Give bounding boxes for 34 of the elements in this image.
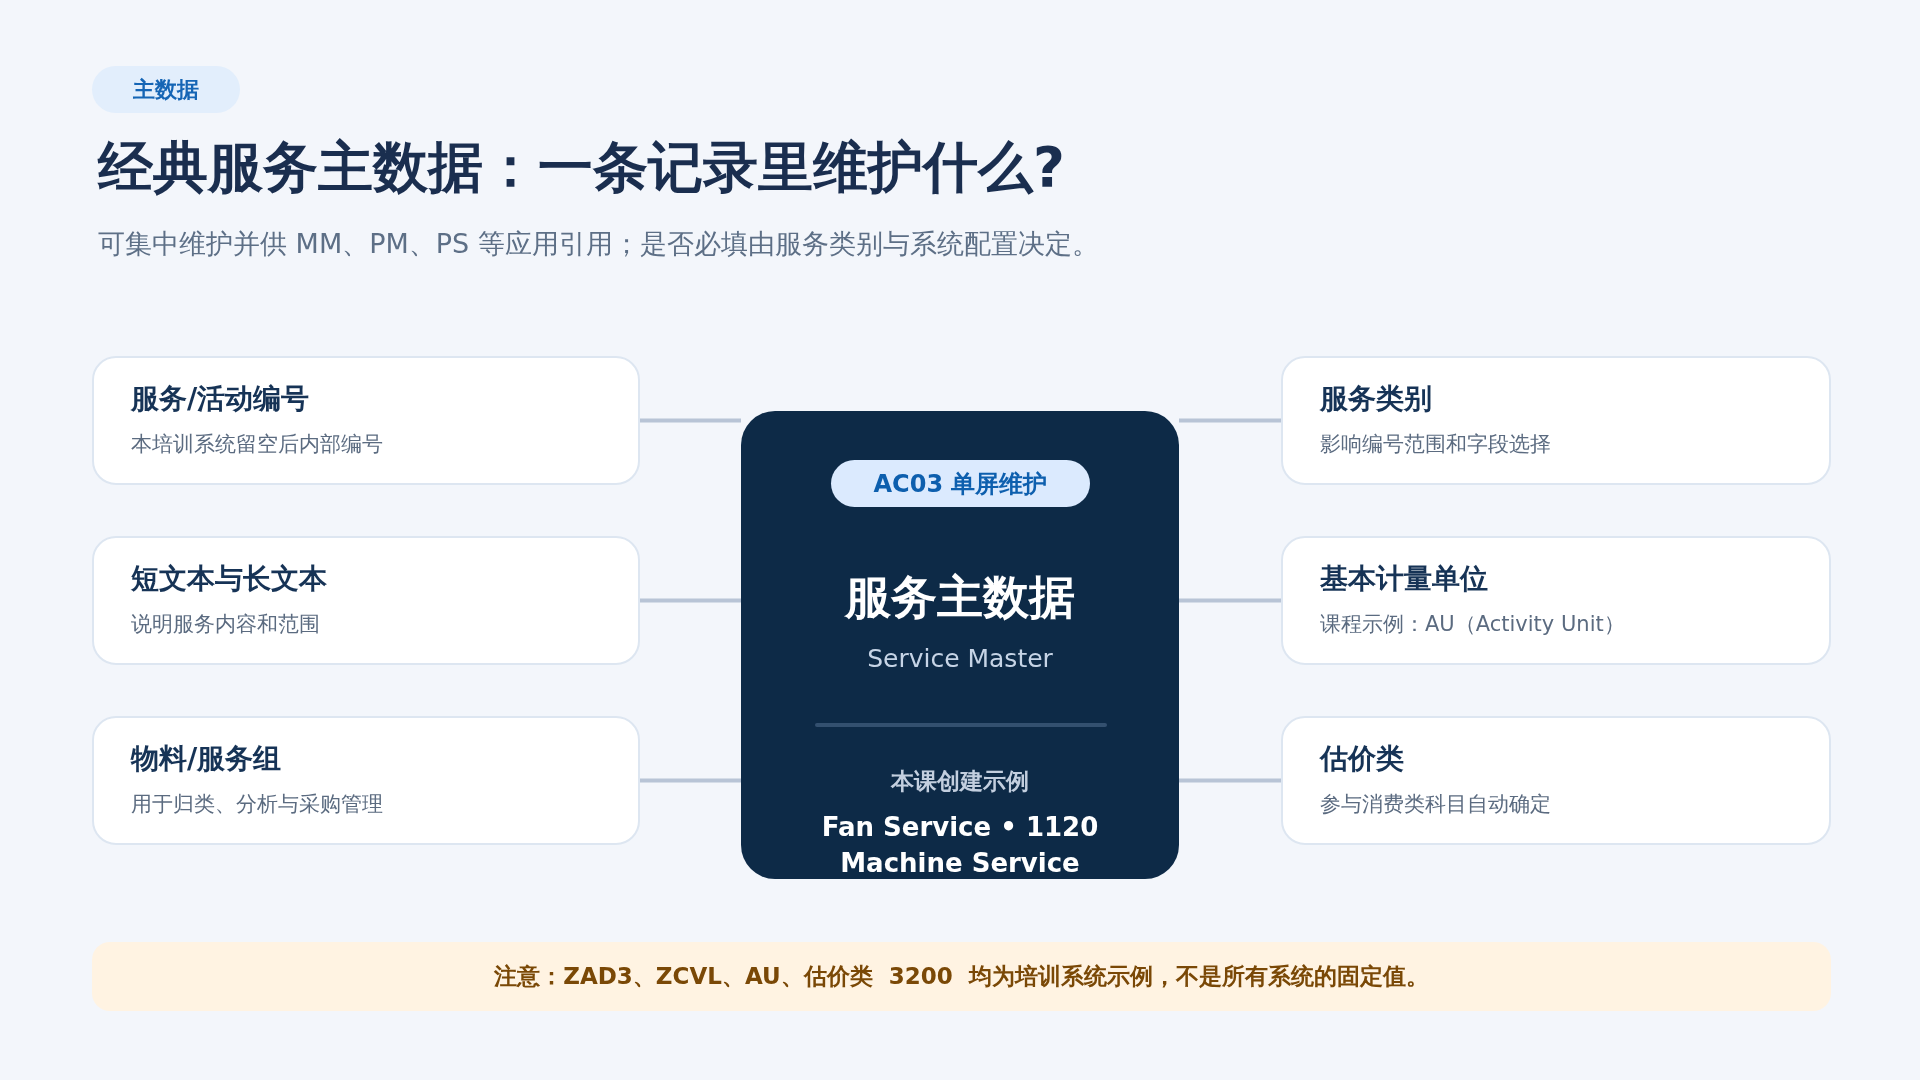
card-heading: 服务类别 — [1320, 382, 1432, 416]
field-card — [1281, 716, 1831, 845]
field-card — [1281, 536, 1831, 665]
card-description: 说明服务内容和范围 — [131, 611, 320, 638]
transaction-pill: AC03 单屏维护 — [831, 460, 1090, 507]
connector-line — [640, 418, 741, 423]
panel-subtitle: Service Master — [867, 643, 1053, 675]
field-card — [92, 356, 640, 485]
card-description: 参与消费类科目自动确定 — [1320, 791, 1551, 818]
card-heading: 服务/活动编号 — [131, 382, 310, 416]
card-heading: 基本计量单位 — [1320, 562, 1488, 596]
subtitle-text: 可集中维护并供 MM、PM、PS 等应用引用；是否必填由服务类别与系统配置决定。 — [98, 227, 1099, 261]
card-description: 影响编号范围和字段选择 — [1320, 431, 1551, 458]
example-text: Fan Service • 1120 Machine Service — [820, 811, 1100, 880]
field-card — [1281, 356, 1831, 485]
card-heading: 估价类 — [1320, 742, 1404, 776]
connector-line — [1179, 418, 1281, 423]
connector-line — [1179, 598, 1281, 603]
card-description: 课程示例：AU（Activity Unit） — [1320, 611, 1625, 638]
card-heading: 短文本与长文本 — [131, 562, 327, 596]
connector-line — [640, 598, 741, 603]
connector-line — [1179, 778, 1281, 783]
master-data-panel — [741, 411, 1179, 879]
card-heading: 物料/服务组 — [131, 742, 282, 776]
field-card — [92, 536, 640, 665]
section-heading: 本课创建示例 — [891, 767, 1029, 796]
card-description: 本培训系统留空后内部编号 — [131, 431, 383, 458]
field-card — [92, 716, 640, 845]
category-tag: 主数据 — [92, 66, 240, 113]
card-description: 用于归类、分析与采购管理 — [131, 791, 383, 818]
note-banner: 注意：ZAD3、ZCVL、AU、估价类 3200 均为培训系统示例，不是所有系统的固定值。 — [92, 942, 1831, 1011]
panel-title: 服务主数据 — [845, 569, 1075, 626]
page-title: 经典服务主数据：一条记录里维护什么? — [98, 134, 1065, 200]
connector-line — [640, 778, 741, 783]
